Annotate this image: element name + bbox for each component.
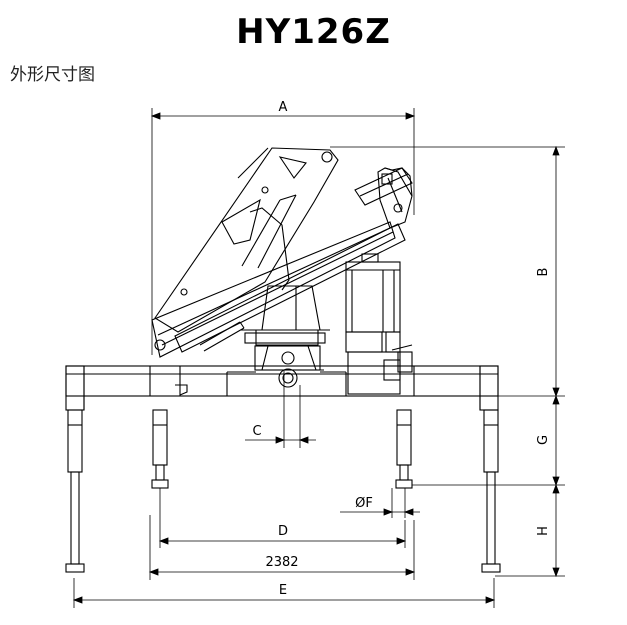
dim-label-2382: 2382 xyxy=(265,555,298,570)
dim-label-h: H xyxy=(536,526,551,536)
stabilizer-legs xyxy=(65,409,501,573)
page-title: HY126Z xyxy=(236,12,391,52)
dim-label-d: D xyxy=(278,524,288,539)
dim-label-b: B xyxy=(536,268,551,277)
dim-label-e: E xyxy=(279,583,287,598)
dim-label-f: ØF xyxy=(355,496,373,511)
outrigger-beam xyxy=(65,365,499,411)
crane-boom xyxy=(151,147,413,358)
dim-label-a: A xyxy=(279,100,288,115)
crane-column xyxy=(227,285,346,388)
control-valve-block xyxy=(345,253,413,395)
dim-label-g: G xyxy=(536,435,551,445)
dimension-labels: A B C D E ØF G H 2382 xyxy=(252,100,551,598)
dimension-lines xyxy=(72,108,565,608)
page-subtitle: 外形尺寸图 xyxy=(10,65,95,85)
dim-label-c: C xyxy=(252,424,261,439)
